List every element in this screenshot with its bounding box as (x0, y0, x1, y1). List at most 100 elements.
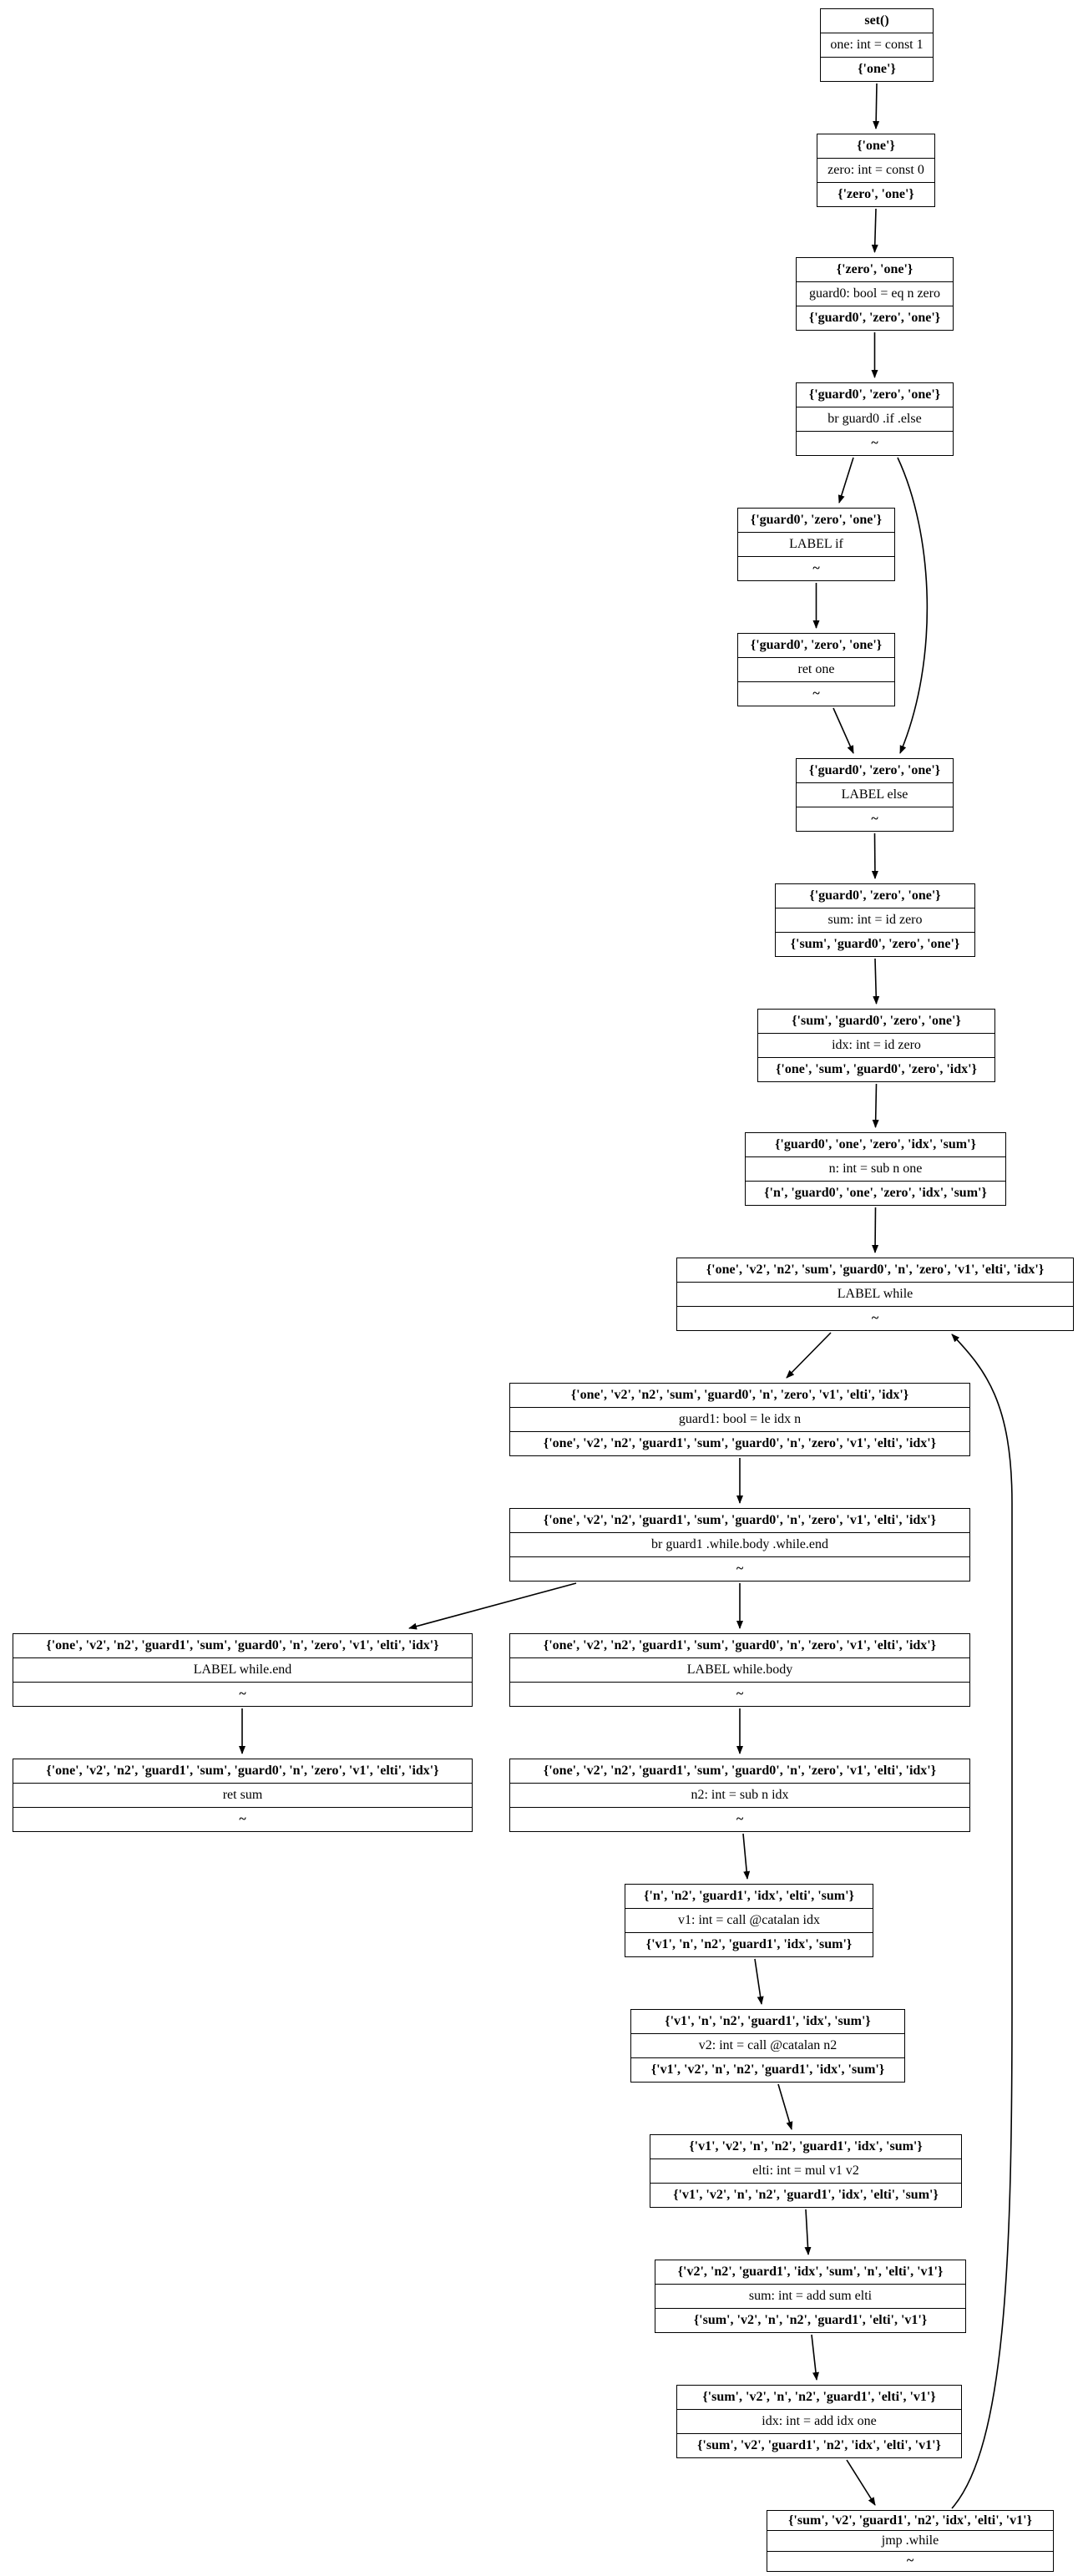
node-out-set: ~ (510, 1556, 969, 1581)
edge-n16-n17 (742, 1833, 751, 1880)
node-instruction: ret one (738, 657, 894, 681)
node-instruction: br guard0 .if .else (797, 407, 953, 431)
edge-n10-n11 (786, 1332, 832, 1379)
node-instruction: idx: int = add idx one (677, 2409, 961, 2433)
node-out-set: ~ (13, 1807, 472, 1831)
edge-n8-n9 (872, 1083, 879, 1128)
node-out-set: {'v1', 'n', 'n2', 'guard1', 'idx', 'sum'… (625, 1932, 873, 1956)
node-instruction: jmp .while (767, 2530, 1053, 2550)
node-in-set: {'one', 'v2', 'n2', 'guard1', 'sum', 'gu… (543, 1764, 937, 1778)
cfg-node: {'v2', 'n2', 'guard1', 'idx', 'sum', 'n'… (655, 2260, 966, 2333)
node-instruction: one: int = const 1 (821, 33, 933, 57)
node-instruction: sum: int = id zero (776, 908, 974, 932)
node-in-set: {'sum', 'v2', 'guard1', 'n2', 'idx', 'el… (788, 2513, 1032, 2528)
node-out-set: ~ (13, 1682, 472, 1706)
node-out-set: {'v1', 'v2', 'n', 'n2', 'guard1', 'idx',… (631, 2057, 904, 2082)
cfg-node: {'one', 'v2', 'n2', 'sum', 'guard0', 'n'… (676, 1258, 1074, 1331)
node-in-set: {'sum', 'v2', 'n', 'n2', 'guard1', 'elti… (702, 2390, 936, 2404)
edge-n5-n6 (832, 707, 854, 754)
node-out-set: {'zero', 'one'} (817, 182, 934, 206)
node-in-set: {'n', 'n2', 'guard1', 'idx', 'elti', 'su… (644, 1889, 854, 1903)
node-instruction: LABEL while.body (510, 1657, 969, 1682)
node-out-set: {'sum', 'v2', 'n', 'n2', 'guard1', 'elti… (655, 2308, 965, 2332)
node-instruction: idx: int = id zero (758, 1033, 994, 1057)
cfg-node: {'sum', 'v2', 'n', 'n2', 'guard1', 'elti… (676, 2385, 962, 2458)
edge-n21-n22 (846, 2459, 876, 2506)
cfg-node: {'one'}zero: int = const 0{'zero', 'one'… (817, 134, 935, 207)
cfg-node: {'zero', 'one'} guard0: bool = eq n zero{… (796, 257, 954, 331)
node-instruction: guard1: bool = le idx n (510, 1407, 969, 1431)
cfg-node: {'guard0', 'zero', 'one'}br guard0 .if .… (796, 382, 954, 456)
node-instruction: n2: int = sub n idx (510, 1783, 969, 1807)
edge-n9-n10 (872, 1207, 879, 1253)
node-instruction: guard0: bool = eq n zero (797, 281, 953, 306)
node-in-set: {'one', 'v2', 'n2', 'sum', 'guard0', 'n'… (706, 1263, 1045, 1277)
node-out-set: {'v1', 'v2', 'n', 'n2', 'guard1', 'idx',… (650, 2183, 961, 2207)
node-in-set: {'one'} (857, 139, 895, 153)
cfg-node: {'guard0', 'zero', 'one'} sum: int = id z… (775, 883, 975, 957)
node-out-set: {'one', 'v2', 'n2', 'guard1', 'sum', 'gu… (510, 1431, 969, 1455)
cfg-node: {'one', 'v2', 'n2', 'sum', 'guard0', 'n'… (509, 1383, 970, 1456)
edge-n12-n13 (408, 1582, 577, 1630)
node-out-set: {'sum', 'guard0', 'zero', 'one'} (776, 932, 974, 956)
node-out-set: ~ (797, 431, 953, 455)
node-in-set: {'guard0', 'one', 'zero', 'idx', 'sum'} (775, 1137, 976, 1151)
edge-n17-n18 (754, 1958, 764, 2005)
edge-n19-n20 (804, 2209, 812, 2255)
node-out-set: ~ (738, 681, 894, 706)
node-instruction: LABEL while (677, 1282, 1073, 1306)
edge-n1-n2 (871, 208, 878, 253)
node-out-set: ~ (767, 2550, 1053, 2571)
node-instruction: LABEL if (738, 532, 894, 556)
edge-n7-n8 (873, 958, 880, 1005)
cfg-node: {'guard0', 'zero', 'one'} LABEL if~ (737, 508, 895, 581)
node-in-set: {'guard0', 'zero', 'one'} (808, 763, 941, 777)
node-out-set: {'one', 'sum', 'guard0', 'zero', 'idx'} (758, 1057, 994, 1081)
node-in-set: {'one', 'v2', 'n2', 'sum', 'guard0', 'n'… (570, 1388, 909, 1402)
node-in-set: {'one', 'v2', 'n2', 'guard1', 'sum', 'gu… (46, 1764, 439, 1778)
node-out-set: ~ (510, 1682, 969, 1706)
edge-n3-n4 (838, 457, 854, 504)
cfg-node: {'one', 'v2', 'n2', 'guard1', 'sum', 'gu… (509, 1633, 970, 1707)
cfg-node: {'sum', 'guard0', 'zero', 'one'}idx: int… (757, 1009, 995, 1082)
edge-n6-n7 (871, 833, 878, 879)
cfg-node: {'guard0', 'zero', 'one'} ret one~ (737, 633, 895, 706)
cfg-node: {'one', 'v2', 'n2', 'guard1', 'sum', 'gu… (13, 1633, 473, 1707)
edge-n22-n10 (951, 1334, 1013, 2509)
node-instruction: ret sum (13, 1783, 472, 1807)
node-in-set: {'v2', 'n2', 'guard1', 'idx', 'sum', 'n'… (677, 2265, 944, 2279)
node-in-set: {'guard0', 'zero', 'one'} (809, 888, 941, 903)
node-out-set: {'one'} (821, 57, 933, 81)
cfg-node: {'sum', 'v2', 'guard1', 'n2', 'idx', 'el… (767, 2510, 1054, 2572)
node-in-set: {'guard0', 'zero', 'one'} (750, 638, 883, 652)
cfg-node: {'one', 'v2', 'n2', 'guard1', 'sum', 'gu… (509, 1508, 970, 1582)
node-in-set: {'v1', 'v2', 'n', 'n2', 'guard1', 'idx',… (689, 2139, 923, 2153)
node-instruction: v2: int = call @catalan n2 (631, 2033, 904, 2057)
node-out-set: {'sum', 'v2', 'guard1', 'n2', 'idx', 'el… (677, 2433, 961, 2457)
edge-n20-n21 (811, 2334, 819, 2381)
cfg-node: {'one', 'v2', 'n2', 'guard1', 'sum', 'gu… (13, 1759, 473, 1832)
node-out-set: {'guard0', 'zero', 'one'} (797, 306, 953, 330)
cfg-node: {'v1', 'v2', 'n', 'n2', 'guard1', 'idx',… (650, 2134, 962, 2208)
node-in-set: {'one', 'v2', 'n2', 'guard1', 'sum', 'gu… (543, 1638, 937, 1652)
cfg-node: {'one', 'v2', 'n2', 'guard1', 'sum', 'gu… (509, 1759, 970, 1832)
cfg-node: {'guard0', 'zero', 'one'}LABEL else~ (796, 758, 954, 832)
edge-n3-n6 (897, 457, 929, 754)
node-in-set: {'zero', 'one'} (836, 262, 913, 276)
node-instruction: sum: int = add sum elti (655, 2284, 965, 2308)
node-in-set: {'guard0', 'zero', 'one'} (750, 513, 883, 527)
node-instruction: elti: int = mul v1 v2 (650, 2158, 961, 2183)
node-out-set: ~ (797, 807, 953, 831)
cfg-node: {'v1', 'n', 'n2', 'guard1', 'idx', 'sum'… (630, 2009, 905, 2083)
node-out-set: ~ (738, 556, 894, 580)
node-in-set: {'one', 'v2', 'n2', 'guard1', 'sum', 'gu… (46, 1638, 439, 1652)
node-out-set: {'n', 'guard0', 'one', 'zero', 'idx', 's… (746, 1181, 1005, 1205)
node-instruction: n: int = sub n one (746, 1156, 1005, 1181)
node-out-set: ~ (677, 1306, 1073, 1330)
node-out-set: ~ (510, 1807, 969, 1831)
node-in-set: {'one', 'v2', 'n2', 'guard1', 'sum', 'gu… (543, 1513, 937, 1527)
node-instruction: LABEL while.end (13, 1657, 472, 1682)
node-instruction: v1: int = call @catalan idx (625, 1908, 873, 1932)
